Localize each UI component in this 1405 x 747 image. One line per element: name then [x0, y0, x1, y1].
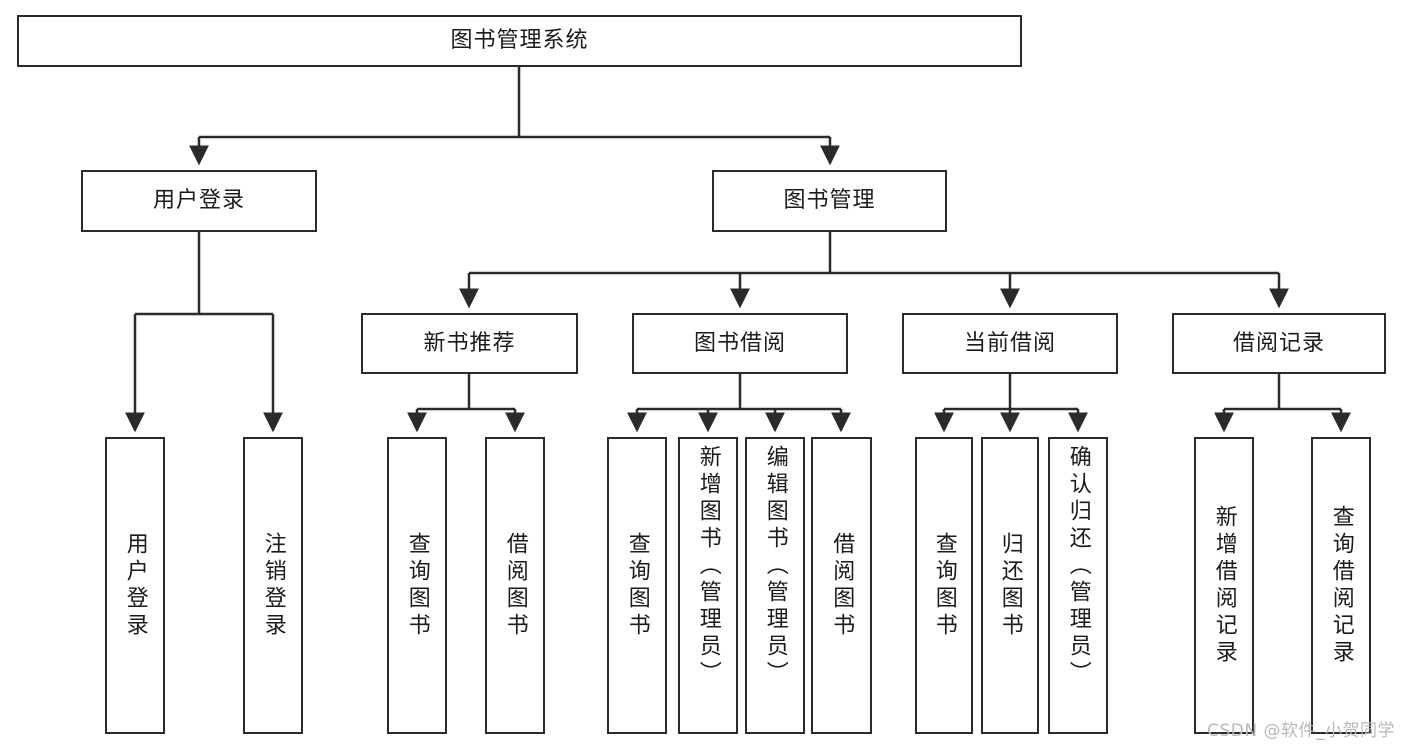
- csdn-watermark: CSDN @软件_小贺同学: [1207, 721, 1395, 741]
- node-leaf-user-login[interactable]: 用户登录: [105, 437, 165, 734]
- node-user-login-label: 用户登录: [152, 188, 245, 214]
- node-leaf-borrow-book[interactable]: 借阅图书: [811, 437, 872, 734]
- node-leaf-query-book-borrow-label: 查询图书: [624, 531, 650, 640]
- node-leaf-confirm-return[interactable]: 确认归还（管理员）: [1048, 437, 1108, 734]
- node-leaf-add-book[interactable]: 新增图书（管理员）: [678, 437, 738, 734]
- node-leaf-return-book-label: 归还图书: [997, 531, 1023, 640]
- node-new-book-recommend-label: 新书推荐: [423, 330, 516, 356]
- node-root-label: 图书管理系统: [450, 28, 589, 54]
- node-leaf-query-book-rec[interactable]: 查询图书: [387, 437, 447, 734]
- node-leaf-query-book-rec-label: 查询图书: [404, 531, 430, 640]
- node-book-manage[interactable]: 图书管理: [712, 170, 947, 232]
- node-leaf-borrow-book-rec[interactable]: 借阅图书: [485, 437, 545, 734]
- node-leaf-add-record-label: 新增借阅记录: [1211, 504, 1237, 667]
- node-leaf-query-book-current[interactable]: 查询图书: [915, 437, 973, 734]
- edges: [125, 67, 1351, 433]
- node-leaf-confirm-return-label: 确认归还（管理员）: [1065, 445, 1091, 688]
- node-borrow-record[interactable]: 借阅记录: [1172, 313, 1386, 374]
- node-leaf-query-record[interactable]: 查询借阅记录: [1311, 437, 1371, 734]
- node-leaf-borrow-book-label: 借阅图书: [829, 531, 855, 640]
- node-user-login[interactable]: 用户登录: [81, 170, 317, 232]
- node-leaf-user-login-label: 用户登录: [122, 531, 148, 640]
- node-root[interactable]: 图书管理系统: [17, 15, 1022, 67]
- node-leaf-edit-book[interactable]: 编辑图书（管理员）: [745, 437, 805, 734]
- node-leaf-add-record[interactable]: 新增借阅记录: [1194, 437, 1254, 734]
- node-leaf-query-book-borrow[interactable]: 查询图书: [607, 437, 667, 734]
- node-book-manage-label: 图书管理: [783, 188, 876, 214]
- node-leaf-logout[interactable]: 注销登录: [243, 437, 303, 734]
- node-new-book-recommend[interactable]: 新书推荐: [361, 313, 578, 374]
- node-leaf-borrow-book-rec-label: 借阅图书: [502, 531, 528, 640]
- node-current-borrow-label: 当前借阅: [963, 330, 1056, 356]
- node-leaf-return-book[interactable]: 归还图书: [981, 437, 1039, 734]
- node-leaf-query-record-label: 查询借阅记录: [1328, 504, 1354, 667]
- node-borrow-record-label: 借阅记录: [1232, 330, 1325, 356]
- node-leaf-query-book-current-label: 查询图书: [931, 531, 957, 640]
- node-leaf-add-book-label: 新增图书（管理员）: [695, 445, 721, 688]
- node-leaf-logout-label: 注销登录: [260, 531, 286, 640]
- node-book-borrow[interactable]: 图书借阅: [632, 313, 848, 374]
- node-book-borrow-label: 图书借阅: [693, 330, 786, 356]
- node-leaf-edit-book-label: 编辑图书（管理员）: [762, 445, 788, 688]
- node-current-borrow[interactable]: 当前借阅: [902, 313, 1118, 374]
